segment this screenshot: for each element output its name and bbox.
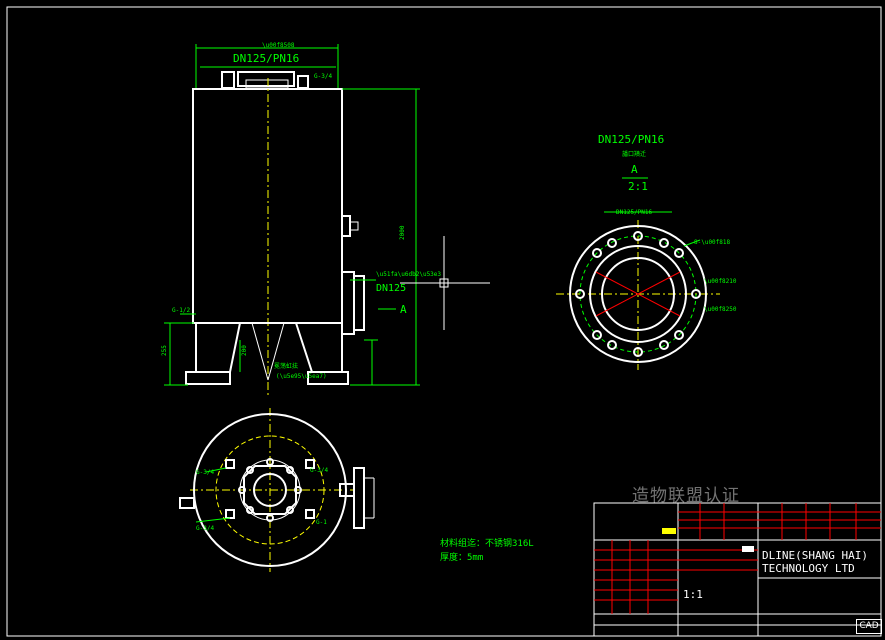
front-nozzle-label: DN125 [376,283,406,294]
foot-left [185,371,231,385]
drawing-frame [6,6,882,637]
svg-text:\u00f8508: \u00f8508 [262,42,295,49]
front-view: \u00f8508 DN125/PN16 G-3/4 DN125 \u51fa\… [161,42,441,398]
flange-bolt-holes [575,231,701,357]
title-block-scale: 1:1 [683,588,703,601]
plan-center-flange [243,465,297,515]
svg-text:8-\u00f818: 8-\u00f818 [694,239,731,246]
plan-view: G-3/4 G-3/4 G-3/4 G-1 材料组迄：不锈钢316L 厚度：5m… [179,408,534,572]
side-nozzle [341,215,351,237]
svg-text:(\u5e95\u5ea7): (\u5e95\u5ea7) [276,373,327,380]
svg-text:G-3/4: G-3/4 [314,73,332,80]
flange-middle-ring [589,245,687,343]
svg-text:DN125/PN16: DN125/PN16 [616,209,653,216]
svg-text:G-1/2: G-1/2 [172,307,190,314]
watermark-text: 造物联盟认证 [632,486,740,506]
section-letter: A [631,163,638,176]
leg-right [295,322,343,373]
front-flange-label: DN125/PN16 [233,52,299,65]
svg-text:G-3/4: G-3/4 [196,525,214,532]
company-line-2: TECHNOLOGY LTD [762,562,855,575]
svg-text:\u00f8250: \u00f8250 [704,306,737,313]
svg-text:G-3/4: G-3/4 [310,467,328,474]
company-line-1: DLINE(SHANG HAI) [762,549,868,562]
svg-text:\u00f8210: \u00f8210 [704,278,737,285]
top-nozzle-right [297,75,309,89]
leg-left [195,322,241,373]
section-sub-label: 旙口羵迁 [622,150,646,158]
title-block [593,502,882,637]
plan-outer-shell [193,413,347,567]
foot-right [307,371,349,385]
section-flange-label: DN125/PN16 [598,133,664,146]
cad-crosshair-cursor[interactable] [400,236,490,330]
flange-outer-ring [569,225,707,363]
svg-text:G-1: G-1 [316,519,327,526]
flange-bore [601,257,675,331]
plan-material-note: 材料组迄：不锈钢316L [440,537,534,549]
side-flange [341,271,355,335]
cad-tag[interactable]: CAD [856,619,882,634]
title-block-company: DLINE(SHANG HAI) TECHNOLOGY LTD [762,549,868,575]
plan-thickness-note: 厚度：5mm [440,551,483,563]
section-scale: 2:1 [628,180,648,193]
svg-text:200: 200 [241,345,248,356]
section-a-view: DN125/PN16 旙口羵迁 A 2:1 DN125/PN16 [556,133,737,370]
svg-text:2000: 2000 [399,225,406,240]
svg-text:\u51fa\u6db2\u53e3: \u51fa\u6db2\u53e3 [376,271,441,278]
svg-text:255: 255 [161,345,168,356]
top-nozzle-left [221,71,235,89]
front-material-note: 冕荡虹抾 [274,362,298,370]
plan-left-nozzle [179,497,195,509]
front-section-marker: A [400,303,407,316]
svg-text:G-3/4: G-3/4 [196,469,214,476]
